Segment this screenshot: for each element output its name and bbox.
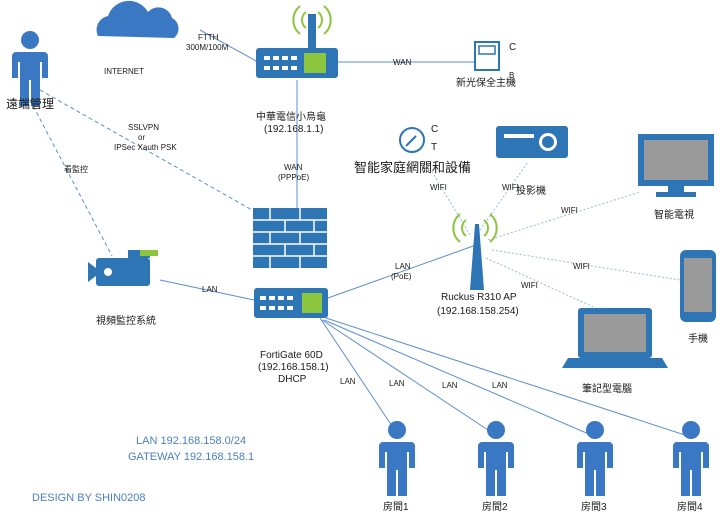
lan-room4-link: [325, 317, 695, 439]
credit-label: DESIGN BY SHIN0208: [32, 492, 146, 504]
lan-room4-label: LAN: [492, 381, 508, 390]
gateway-label: GATEWAY 192.168.158.1: [128, 451, 254, 463]
host-label: 新光保全主機: [456, 76, 516, 89]
ap-icon: [470, 224, 484, 290]
vpn-label-2: or: [138, 133, 145, 142]
monitor-link: [29, 99, 113, 257]
host-tag-b: B: [509, 71, 514, 80]
wifi-projector-label: WIFI: [502, 183, 519, 192]
ap-name: Ruckus R310 AP: [441, 292, 517, 303]
room2-person-icon: [478, 421, 514, 496]
room3-label: 房間3: [581, 500, 607, 513]
smart-home-tag-t: T: [431, 142, 437, 153]
smart-home-tag-c: C: [431, 124, 438, 135]
ap-wifi-signal-icon: [452, 213, 498, 243]
lan-subnet-label: LAN 192.168.158.0/24: [136, 435, 246, 447]
lan-room1-link: [319, 317, 401, 439]
laptop-icon: [562, 308, 668, 368]
room4-person-icon: [673, 421, 709, 496]
room1-label: 房間1: [383, 500, 409, 513]
phone-icon: [680, 250, 716, 322]
laptop-label: 筆記型電腦: [582, 382, 632, 395]
wan-host-label: WAN: [393, 58, 412, 67]
camera-icon: [88, 250, 158, 286]
router-title: 中華電信小烏龜: [256, 110, 326, 123]
vpn-link: [39, 89, 253, 211]
router-icon: [256, 48, 338, 78]
wifi-phone-label: WIFI: [573, 262, 590, 271]
fortigate-name: FortiGate 60D: [260, 350, 323, 361]
lan-camera-label: LAN: [202, 285, 218, 294]
wan-pppoe-label: WAN: [284, 163, 303, 172]
lan-ap-link: [327, 244, 477, 299]
ap-ip: (192.168.158.254): [437, 306, 519, 317]
wan-pppoe-sub: (PPPoE): [278, 173, 309, 182]
wifi-links: [424, 159, 681, 311]
wifi-home-label: WIFI: [430, 183, 447, 192]
lan-room2-label: LAN: [389, 379, 405, 388]
wifi-tv-label: WIFI: [561, 206, 578, 215]
lan-ap-poe: (PoE): [391, 272, 412, 281]
vpn-label-1: SSLVPN: [128, 123, 159, 132]
room2-label: 房間2: [482, 500, 508, 513]
wifi-projector-link: [479, 161, 529, 231]
lan-room3-link: [323, 319, 599, 439]
wifi-tv-link: [487, 191, 641, 241]
wifi-signal-icon: [292, 5, 332, 35]
fortigate-icon: [254, 288, 328, 318]
smart-home-label: 智能家庭網關和設備: [354, 160, 471, 175]
lan-room1-label: LAN: [340, 377, 356, 386]
ftth-speed-label: 300M/100M: [186, 43, 229, 52]
ftth-link: [199, 29, 259, 63]
lan-camera-link: [159, 279, 255, 301]
lan-room2-link: [321, 319, 501, 439]
wifi-home-link: [424, 159, 471, 236]
fortigate-dhcp: DHCP: [278, 374, 307, 385]
cloud-icon: [96, 0, 179, 38]
internet-label: INTERNET: [104, 67, 144, 76]
vpn-label-3: IPSec Xauth PSK: [114, 143, 177, 152]
ftth-label: FTTH: [198, 33, 219, 42]
phone-label: 手機: [688, 332, 708, 345]
projector-icon: [496, 126, 568, 158]
firewall-icon: [253, 208, 327, 268]
monitor-label: 看監控: [64, 164, 88, 174]
tv-label: 智能電視: [654, 208, 694, 221]
remote-admin-icon: [12, 31, 48, 106]
security-host-icon: [474, 41, 500, 71]
tv-icon: [638, 134, 714, 197]
remote-admin-label: 遠端管理: [6, 96, 54, 111]
wifi-laptop-label: WIFI: [521, 281, 538, 290]
lan-room3-label: LAN: [442, 381, 458, 390]
router-ip: (192.168.1.1): [264, 124, 324, 135]
camera-label: 視頻監控系統: [96, 314, 156, 327]
wifi-laptop-link: [485, 257, 601, 311]
room3-person-icon: [577, 421, 613, 496]
host-tag-c: C: [509, 42, 516, 53]
thermostat-icon: [399, 127, 425, 153]
router-antenna: [308, 14, 316, 48]
fortigate-ip: (192.168.158.1): [258, 362, 329, 373]
projector-label: 投影機: [516, 184, 546, 197]
room1-person-icon: [379, 421, 415, 496]
connections: [29, 29, 695, 439]
lan-ap-label: LAN: [395, 262, 411, 271]
room4-label: 房間4: [677, 500, 703, 513]
